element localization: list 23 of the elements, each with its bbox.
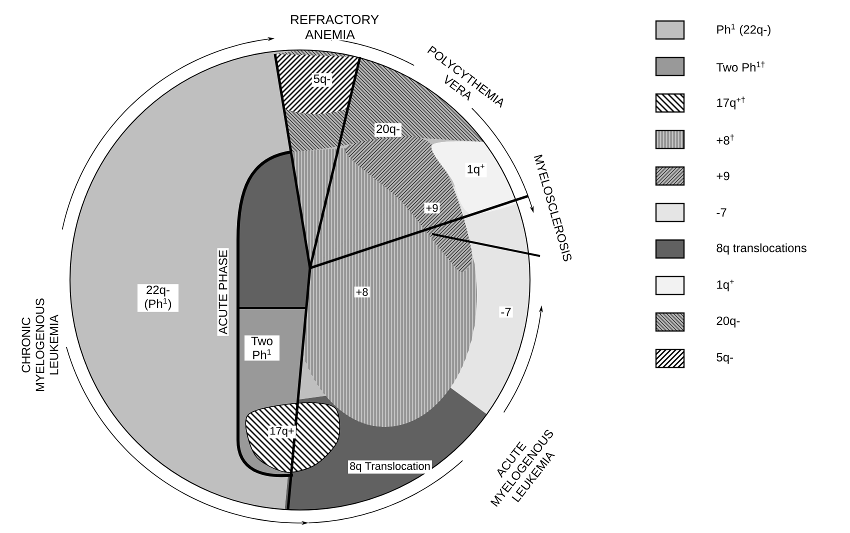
region-label: 22q- (Ph$^{1}$) (138, 284, 178, 312)
region-label: +8 (354, 286, 370, 298)
legend-label: 5q- (716, 353, 734, 364)
region-label: 5q- (312, 73, 332, 87)
region-label: +9 (424, 202, 440, 214)
region-label: 17q+ (268, 426, 296, 438)
legend-label: Ph$^{1}$ (22q-) (717, 24, 770, 36)
legend-label: 17q$^{+†}$ (717, 96, 745, 110)
legend-label: +9 (716, 172, 730, 180)
region-label: Two Ph$^{1}$ (244, 335, 280, 361)
legend-label: Two Ph$^{1†}$ (716, 61, 765, 72)
disease-label: REFRACTORY ANEMIA (288, 13, 379, 41)
region-label: ACUTE PHASE (217, 248, 229, 336)
region-label: 20q- (374, 123, 402, 137)
legend-label: 1q$^{+}$ (717, 280, 734, 292)
region-label: 1q$^{+}$ (465, 162, 487, 178)
disease-label: CHRONIC MYELOGENOUS LEUKEMIA (22, 298, 58, 392)
legend-label: 8q translocations (716, 243, 806, 255)
legend-label: 20q- (716, 316, 740, 328)
legend-label: -7 (716, 208, 726, 217)
region-label: 8q Translocation (348, 460, 432, 474)
region-label: -7 (499, 306, 513, 318)
legend-label: +8$^{†}$ (716, 134, 734, 145)
